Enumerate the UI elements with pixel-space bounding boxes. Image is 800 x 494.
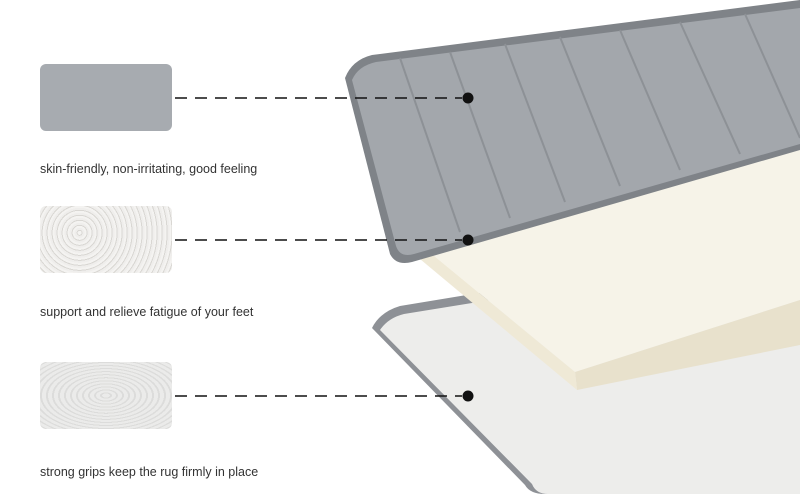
marker-dot-1 [462,92,474,104]
layer-3-caption: strong grips keep the rug firmly in plac… [40,465,259,479]
grip-texture-swatch [40,362,172,429]
layer-1-caption: skin-friendly, non-irritating, good feel… [40,162,258,176]
marker-dot-2 [462,234,474,246]
layer-2-caption: support and relieve fatigue of your feet [40,305,254,319]
marker-dot-3 [462,390,474,402]
memory-foam-layer [388,140,800,390]
foam-texture-swatch [40,206,172,273]
flannel-texture-swatch [40,64,172,131]
top-flannel-layer [345,0,800,263]
